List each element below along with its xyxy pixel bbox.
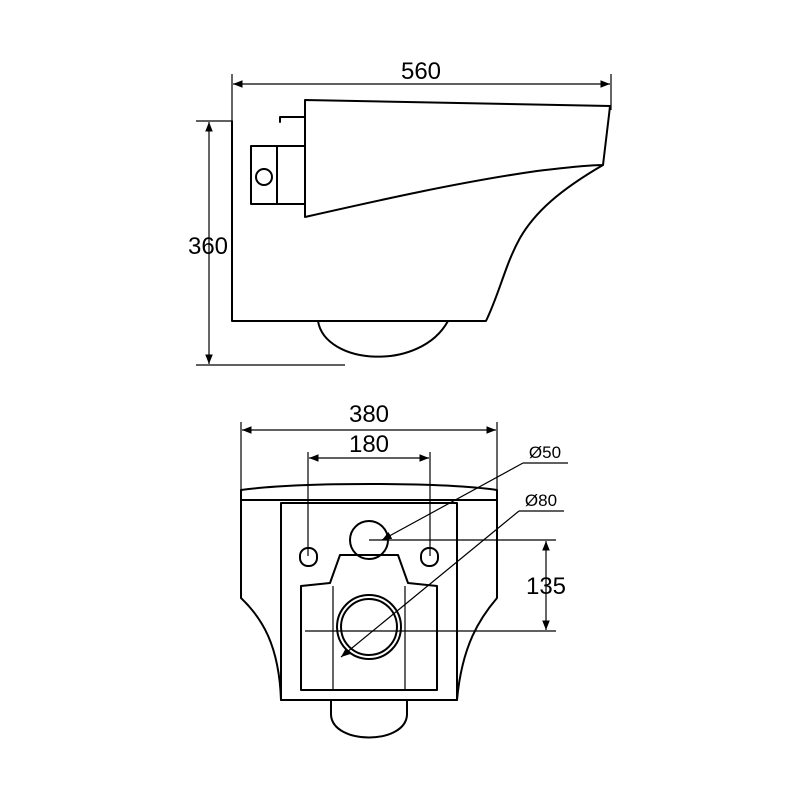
bolt-spacing-label: 180 [349, 431, 389, 458]
top-trap [330, 699, 408, 739]
offset-dimension: 135 [305, 539, 566, 632]
outlet-label: Ø80 [525, 491, 557, 510]
right-bolt-slot [420, 547, 439, 567]
inner-frame [280, 502, 458, 701]
outlet-leader: Ø80 [340, 491, 564, 658]
height-label: 360 [188, 233, 228, 260]
side-lid [304, 99, 611, 218]
pan-recess [300, 554, 438, 691]
top-body-outline [240, 483, 498, 701]
overall-width-label: 380 [349, 401, 389, 428]
offset-label: 135 [526, 573, 566, 600]
width-dimension: 560 [231, 58, 612, 120]
bolt-spacing-dimension: 180 [307, 431, 431, 556]
top-view: 380 180 Ø50 [240, 401, 568, 739]
inlet-label: Ø50 [529, 443, 561, 462]
height-dimension: 360 [188, 120, 345, 366]
side-body-outline [231, 120, 604, 322]
outlet-circle-outer [336, 594, 402, 660]
outlet-circle-inner [340, 598, 398, 656]
mounting-hole [255, 168, 273, 186]
side-trap [317, 320, 449, 358]
inlet-leader: Ø50 [381, 443, 568, 541]
left-bolt-slot [299, 547, 318, 567]
overall-width-dimension: 380 [240, 401, 498, 492]
width-label: 560 [401, 58, 441, 85]
side-view: 560 360 [188, 58, 612, 366]
side-lid-hinge [279, 116, 306, 123]
